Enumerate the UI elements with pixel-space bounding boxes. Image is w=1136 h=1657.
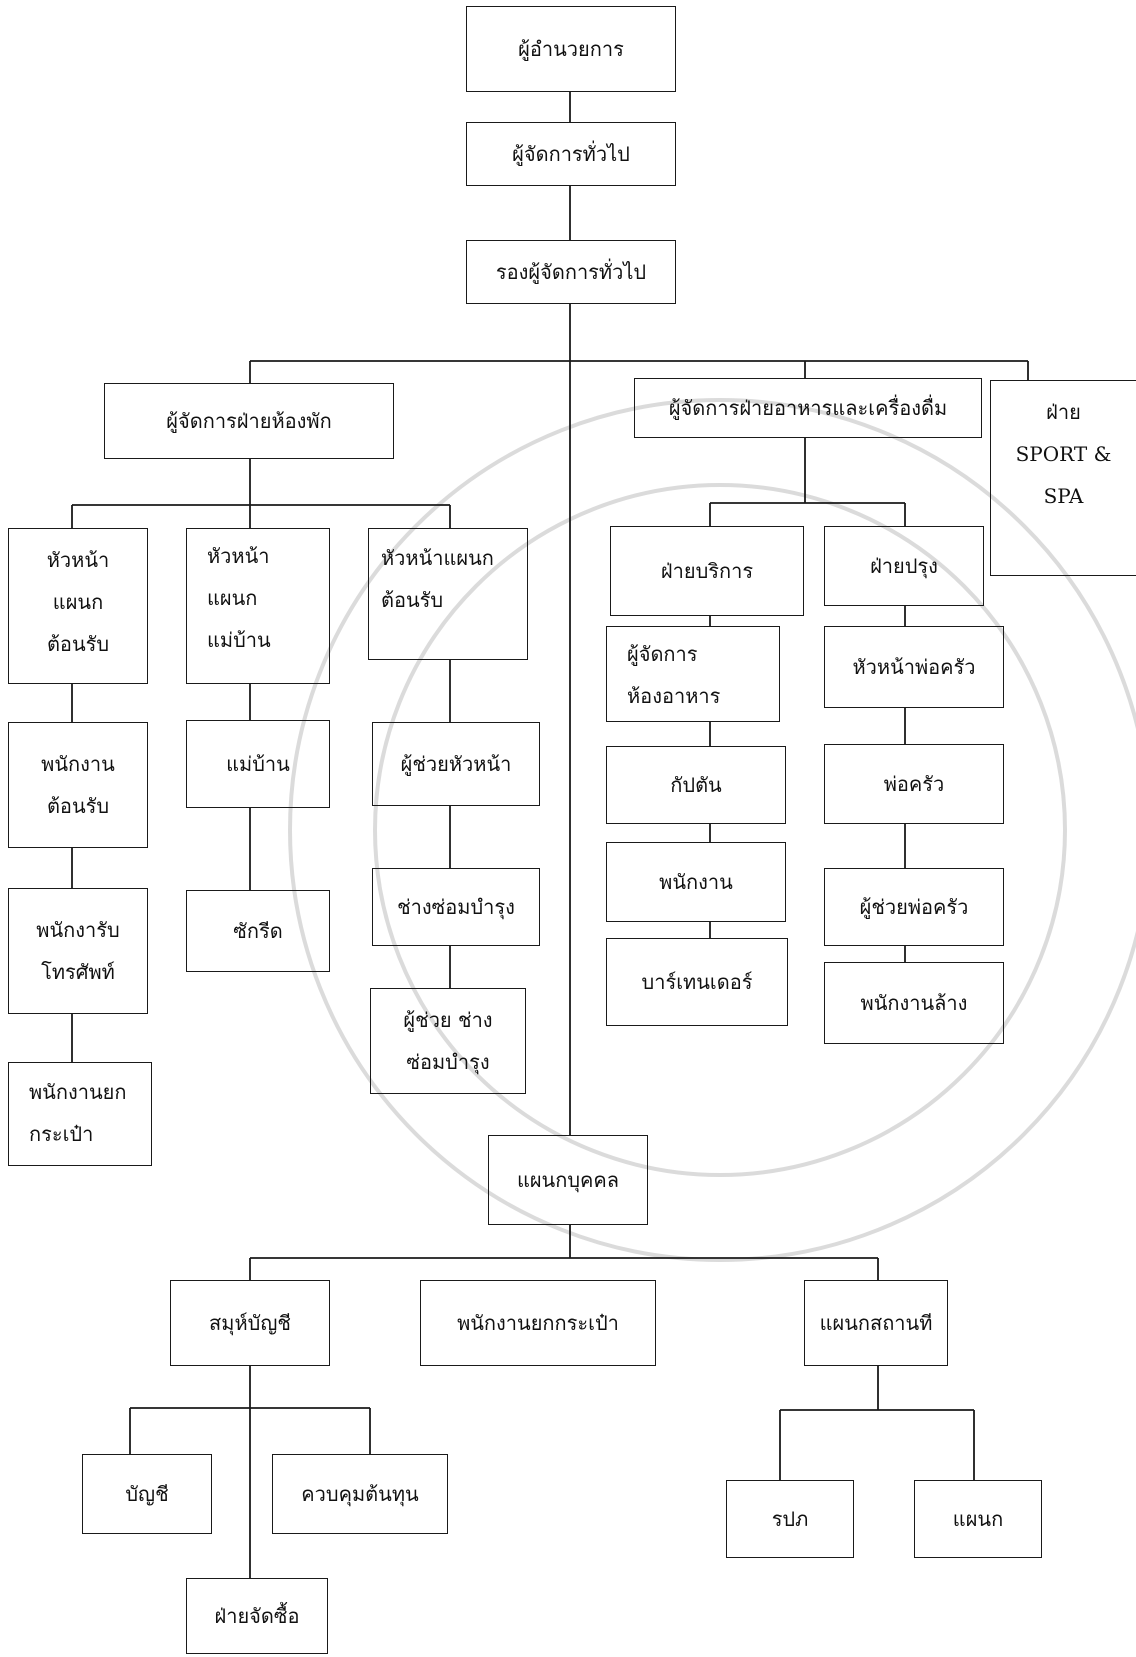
general-manager-box: ผู้จัดการทั่วไป — [466, 122, 676, 186]
kitchen-dept-label: ฝ่ายปรุง — [870, 554, 938, 578]
rooms-manager-label: ผู้จัดการฝ่ายห้องพัก — [166, 409, 332, 433]
service-dept-label: ฝ่ายบริการ — [660, 559, 754, 583]
security-label: รปภ — [771, 1507, 809, 1531]
accounting-group-label: สมุห์บัญชี — [209, 1311, 291, 1335]
bellboy-label: พนักงานยก กระเป๋า — [29, 1080, 127, 1146]
front-desk-staff-box: พนักงาน ต้อนรับ — [8, 722, 148, 848]
personnel-dept-box: แผนกบุคคล — [488, 1135, 648, 1225]
section-label: แผนก — [952, 1507, 1004, 1531]
fnb-manager-label: ผู้จัดการฝ่ายอาหารและเครื่องดื่ม — [668, 396, 948, 420]
sport-spa-label: ฝ่าย SPORT & SPA — [1015, 400, 1112, 508]
cook-label: พ่อครัว — [883, 772, 945, 796]
director-label: ผู้อำนวยการ — [518, 37, 624, 61]
sport-spa-box: ฝ่าย SPORT & SPA — [990, 380, 1136, 576]
accounting-box: บัญชี — [82, 1454, 212, 1534]
cook-assistant-box: ผู้ช่วยพ่อครัว — [824, 868, 1004, 946]
assistant-head-box: ผู้ช่วยหัวหน้า — [372, 722, 540, 806]
laundry-box: ซักรีด — [186, 890, 330, 972]
captain-box: กัปตัน — [606, 746, 786, 824]
service-staff-box: พนักงาน — [606, 842, 786, 922]
restaurant-manager-label: ผู้จัดการ ห้องอาหาร — [627, 642, 721, 708]
cost-control-label: ควบคุมต้นทุน — [301, 1482, 419, 1506]
maid-box: แม่บ้าน — [186, 720, 330, 808]
housekeeping-head-label: หัวหน้า แผนก แม่บ้าน — [207, 544, 271, 652]
maintenance-label: ช่างซ่อมบำรุง — [397, 895, 515, 919]
security-box: รปภ — [726, 1480, 854, 1558]
porter-label: พนักงานยกกระเป๋า — [457, 1311, 619, 1335]
rooms-manager-box: ผู้จัดการฝ่ายห้องพัก — [104, 383, 394, 459]
cook-assistant-label: ผู้ช่วยพ่อครัว — [859, 895, 969, 919]
deputy-gm-label: รองผู้จัดการทั่วไป — [495, 260, 647, 284]
engineering-head-label: หัวหน้าแผนก ต้อนรับ — [381, 546, 494, 612]
telephone-operator-label: พนักงารับ โทรศัพท์ — [36, 918, 120, 984]
housekeeping-head-box: หัวหน้า แผนก แม่บ้าน — [186, 528, 330, 684]
purchasing-box: ฝ่ายจัดซื้อ — [186, 1578, 328, 1654]
laundry-label: ซักรีด — [233, 919, 283, 943]
engineering-head-box: หัวหน้าแผนก ต้อนรับ — [368, 528, 528, 660]
cost-control-box: ควบคุมต้นทุน — [272, 1454, 448, 1534]
facilities-label: แผนกสถานที — [819, 1311, 933, 1335]
maintenance-assistant-label: ผู้ช่วย ช่าง ซ่อมบำรุง — [403, 1008, 493, 1074]
purchasing-label: ฝ่ายจัดซื้อ — [214, 1604, 300, 1628]
telephone-operator-box: พนักงารับ โทรศัพท์ — [8, 888, 148, 1014]
assistant-head-label: ผู้ช่วยหัวหน้า — [400, 752, 512, 776]
accounting-label: บัญชี — [125, 1482, 169, 1506]
deputy-gm-box: รองผู้จัดการทั่วไป — [466, 240, 676, 304]
maintenance-assistant-box: ผู้ช่วย ช่าง ซ่อมบำรุง — [370, 988, 526, 1094]
dishwasher-label: พนักงานล้าง — [860, 991, 968, 1015]
restaurant-manager-box: ผู้จัดการ ห้องอาหาร — [606, 626, 780, 722]
maintenance-box: ช่างซ่อมบำรุง — [372, 868, 540, 946]
dishwasher-box: พนักงานล้าง — [824, 962, 1004, 1044]
university-seal-watermark — [288, 398, 1136, 1262]
bartender-box: บาร์เทนเดอร์ — [606, 938, 788, 1026]
service-dept-box: ฝ่ายบริการ — [610, 526, 804, 616]
front-desk-head-label: หัวหน้า แผนก ต้อนรับ — [46, 548, 110, 656]
bellboy-box: พนักงานยก กระเป๋า — [8, 1062, 152, 1166]
fnb-manager-box: ผู้จัดการฝ่ายอาหารและเครื่องดื่ม — [634, 378, 982, 438]
general-manager-label: ผู้จัดการทั่วไป — [512, 142, 630, 166]
porter-box: พนักงานยกกระเป๋า — [420, 1280, 656, 1366]
maid-label: แม่บ้าน — [226, 752, 290, 776]
personnel-dept-label: แผนกบุคคล — [516, 1168, 620, 1192]
kitchen-dept-box: ฝ่ายปรุง — [824, 526, 984, 606]
facilities-box: แผนกสถานที — [804, 1280, 948, 1366]
captain-label: กัปตัน — [670, 773, 722, 797]
chef-head-label: หัวหน้าพ่อครัว — [852, 655, 976, 679]
front-desk-staff-label: พนักงาน ต้อนรับ — [41, 752, 115, 818]
director-box: ผู้อำนวยการ — [466, 6, 676, 92]
service-staff-label: พนักงาน — [659, 870, 733, 894]
connector-lines — [71, 92, 1029, 1578]
chef-head-box: หัวหน้าพ่อครัว — [824, 626, 1004, 708]
accounting-group-box: สมุห์บัญชี — [170, 1280, 330, 1366]
bartender-label: บาร์เทนเดอร์ — [641, 970, 753, 994]
cook-box: พ่อครัว — [824, 744, 1004, 824]
section-box: แผนก — [914, 1480, 1042, 1558]
front-desk-head-box: หัวหน้า แผนก ต้อนรับ — [8, 528, 148, 684]
